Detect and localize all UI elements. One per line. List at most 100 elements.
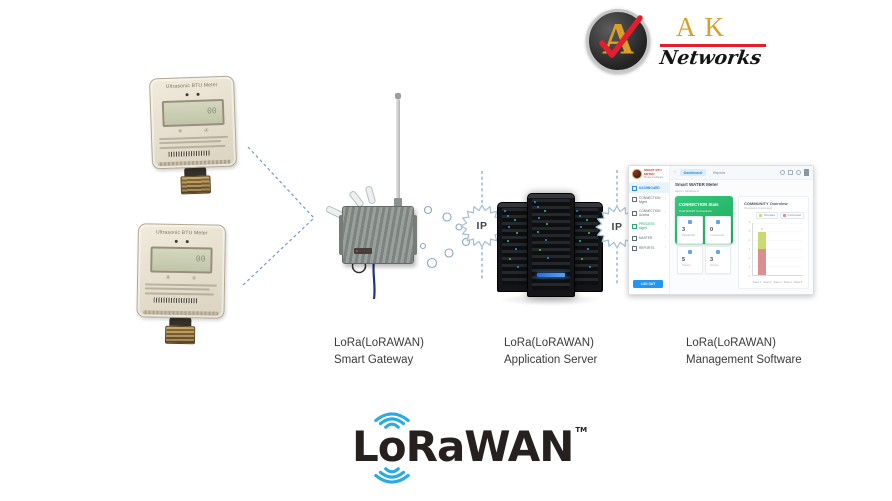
chevron-down-icon: › (664, 245, 666, 250)
sidebar-item-dashboard[interactable]: DASHBOARD (629, 183, 669, 194)
meter-label-line (144, 282, 218, 287)
menu-icon (632, 235, 637, 241)
meter-lcd-value: 00 (206, 106, 217, 116)
menu-icon (632, 210, 637, 216)
topbar-icons (779, 169, 809, 176)
meter-rib-texture (142, 310, 219, 316)
lorawan-o-with-waves: o (373, 412, 410, 484)
dashboard-main: ‹ Dashboard Reports Smart WATER Meter Ho… (670, 166, 813, 294)
dashboard-logo-subtitle: Product Software (644, 176, 664, 180)
stat-icon (688, 250, 692, 254)
server-shadow (499, 293, 601, 306)
dashboard-sidebar: SMART BTU METER Product Software DASHBOA… (629, 166, 670, 294)
legend-occupied[interactable]: Occupied (756, 212, 778, 219)
label-smart-gateway: LoRa(LoRAWAN)Smart Gateway (334, 337, 424, 367)
meter-label-line (159, 135, 229, 140)
chevron-down-icon: › (664, 235, 666, 240)
signal-waves-bottom-icon (373, 467, 410, 484)
sidebar-item-master[interactable]: MASTER› (629, 233, 669, 243)
dashboard-logo-icon (632, 169, 642, 180)
server-led-lights (534, 201, 536, 203)
ak-checkmark-icon (599, 15, 643, 58)
server-status-bar (537, 273, 565, 277)
legend-swatch-unoccupied (782, 214, 786, 217)
breadcrumb: Home / Dashboard (675, 189, 699, 193)
server-led-lights (576, 210, 578, 212)
trademark-symbol: TM (575, 426, 588, 434)
chart-bar: 5 (758, 228, 766, 275)
sidebar-item-connection-mgmt[interactable]: CONNECTION Mgmt› (629, 193, 669, 206)
lora-gateway-box (339, 206, 417, 264)
community-overview-panel: COMMUNITY Overview Occupied & Unoccupied… (738, 196, 809, 289)
user-icon[interactable] (795, 169, 801, 176)
lorawan-text-rest: RaWAN (405, 422, 575, 471)
meter-label-line (144, 291, 214, 296)
label-application-server: LoRa(LoRAWAN)Application Server (504, 337, 598, 367)
label-management-software: LoRa(LoRAWAN)Management Software (686, 337, 802, 367)
meter-brass-fitting (164, 325, 196, 345)
meter-rib-texture (157, 159, 232, 167)
menu-icon (632, 197, 637, 203)
stat-icon (716, 250, 720, 254)
tab-reports[interactable]: Reports (712, 170, 726, 175)
apps-icon[interactable] (787, 169, 793, 176)
menu-icon (632, 245, 637, 251)
settings-panel-icon[interactable] (803, 169, 809, 176)
chevron-down-icon: › (664, 223, 666, 228)
meter-pipe-cap (169, 316, 192, 327)
server-led-lights (504, 210, 506, 212)
bar-unoccupied (758, 249, 766, 275)
ip-label: IP (476, 220, 488, 232)
logout-button[interactable]: LOG OUT (633, 280, 663, 288)
sidebar-item-reports[interactable]: REPORTS› (629, 243, 669, 253)
sidebar-item-connection-access[interactable]: CONNECTION Access› (629, 207, 669, 220)
meter-lcd-value: 00 (195, 254, 206, 264)
menu-icon (632, 223, 637, 229)
lorawan-logo: L o RaWAN TM (352, 412, 588, 484)
lorawan-text-l: L (352, 422, 379, 471)
chevron-down-icon: › (664, 210, 666, 215)
chart-subtitle: Occupied & Unoccupied (744, 207, 772, 210)
search-icon[interactable] (779, 169, 785, 176)
ip-node-2: IP (595, 205, 639, 249)
ak-logo-title: AK (676, 12, 733, 42)
legend-unoccupied[interactable]: Unoccupied (779, 212, 804, 219)
ak-logo-subtitle: Networks (658, 47, 763, 69)
chart-title: COMMUNITY Overview (744, 201, 788, 206)
gateway-label-plate (354, 248, 372, 254)
dashboard-topbar: ‹ Dashboard Reports (670, 166, 813, 180)
mesh-dashed-link (240, 146, 315, 288)
dashboard-logo-row: SMART BTU METER Product Software (629, 166, 669, 184)
gateway-blue-cable (372, 260, 376, 300)
tab-dashboard[interactable]: Dashboard (679, 169, 706, 176)
ip-node-1: IP (460, 204, 504, 248)
management-software-window: SMART BTU METER Product Software DASHBOA… (628, 165, 814, 295)
signal-waves-top-icon (373, 412, 410, 429)
bar-occupied (758, 231, 766, 249)
sidebar-item-process-mgmt[interactable]: PROCESS Mgmt› (629, 220, 669, 233)
sidebar-collapse-icon[interactable]: ‹ (674, 169, 676, 175)
gateway-antenna (394, 93, 402, 209)
gateway-small-antenna-2 (364, 185, 377, 205)
meter-indicator-dots (151, 92, 234, 98)
meter-barcode (168, 149, 210, 157)
dashboard-logo-title: SMART BTU METER (644, 168, 662, 176)
meter-lcd-display: 00 (150, 246, 213, 274)
legend-swatch-occupied (759, 214, 763, 217)
server-tower-center (527, 193, 575, 297)
meter-title: Ultrasonic BTU Meter (165, 82, 218, 90)
stat-icon (716, 220, 720, 224)
ak-logo-text: AK Networks (658, 9, 766, 73)
